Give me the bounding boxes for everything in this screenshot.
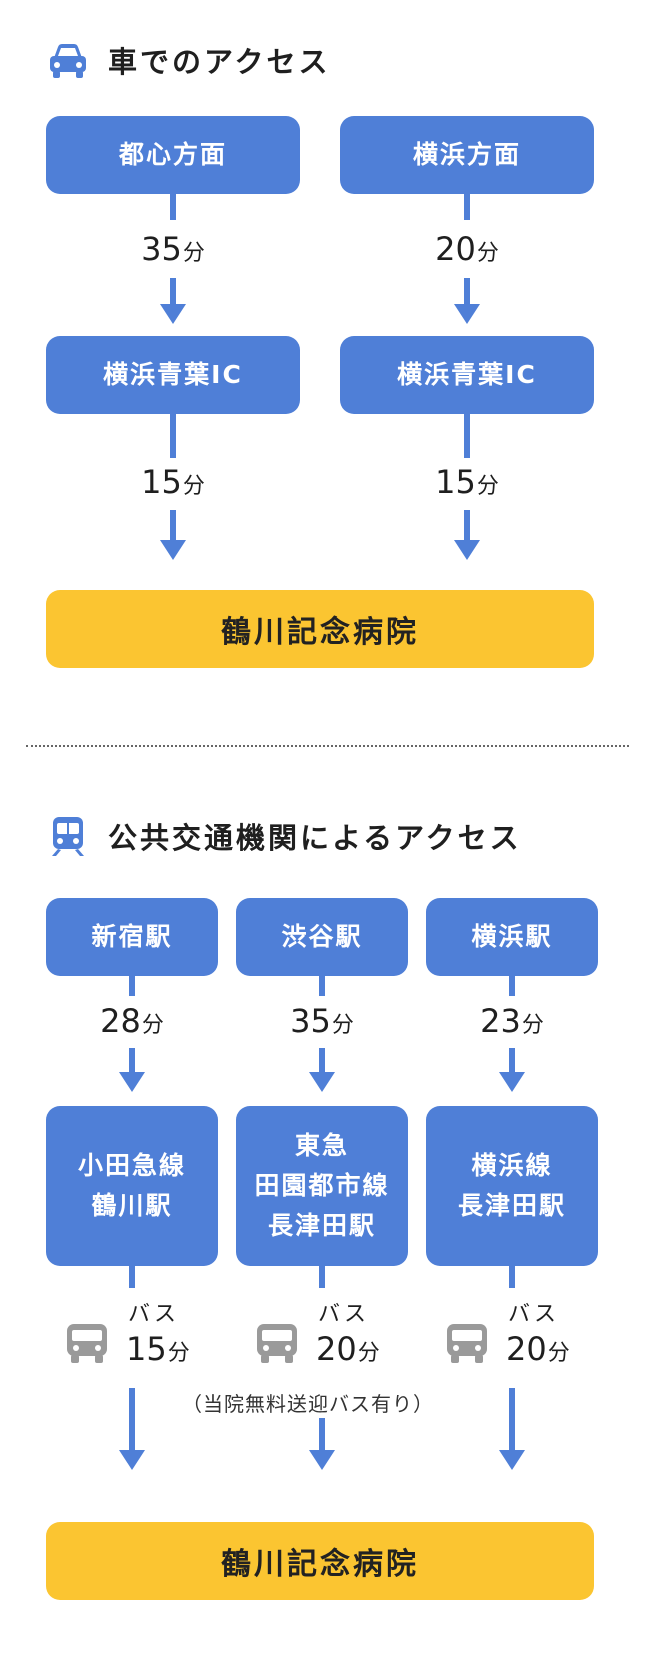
transit-station-box-2: 東急 田園都市線 長津田駅: [236, 1106, 408, 1266]
shuttle-bus-note: （当院無料送迎バス有り）: [182, 1392, 434, 1416]
route-line: [509, 1048, 515, 1074]
station-line-text: 長津田駅: [267, 1211, 376, 1240]
bus-label: バス: [128, 1302, 181, 1327]
down-arrow-icon: [309, 1072, 335, 1092]
station-line-text: 長津田駅: [457, 1191, 566, 1220]
transit-destination-box: 鶴川記念病院: [46, 1522, 594, 1600]
car-time2-2: 15分: [435, 463, 499, 501]
route-line: [464, 194, 470, 220]
route-line: [170, 414, 176, 458]
route-line: [129, 976, 135, 996]
car-ic-box-1: 横浜青葉IC: [46, 336, 300, 414]
route-line: [509, 1388, 515, 1452]
transit-time1-1: 28分: [100, 1002, 164, 1040]
transit-section-title: 公共交通機関によるアクセス: [46, 814, 522, 858]
route-line: [319, 976, 325, 996]
station-line-text: 東急: [294, 1131, 349, 1160]
section-divider: [26, 745, 629, 747]
transit-station-box-1: 小田急線 鶴川駅: [46, 1106, 218, 1266]
route-line: [464, 510, 470, 542]
car-time1-2: 20分: [435, 230, 499, 268]
route-line: [129, 1048, 135, 1074]
car-icon: [50, 44, 86, 78]
car-time1-1: 35分: [141, 230, 205, 268]
bus-label: バス: [318, 1302, 371, 1327]
route-line: [319, 1048, 325, 1074]
bus-time-1: 15分: [126, 1330, 190, 1368]
transit-origin-box-2: 渋谷駅: [236, 898, 408, 976]
down-arrow-icon: [454, 540, 480, 560]
down-arrow-icon: [309, 1450, 335, 1470]
bus-time-2: 20分: [316, 1330, 380, 1368]
car-origin-box-1: 都心方面: [46, 116, 300, 194]
bus-icon: [67, 1324, 107, 1363]
down-arrow-icon: [160, 304, 186, 324]
transit-section-title-text: 公共交通機関によるアクセス: [108, 821, 522, 855]
bus-icon: [447, 1324, 487, 1363]
transit-time1-3: 23分: [480, 1002, 544, 1040]
route-line: [170, 194, 176, 220]
down-arrow-icon: [119, 1072, 145, 1092]
bus-time-3: 20分: [506, 1330, 570, 1368]
transit-origin-box-3: 横浜駅: [426, 898, 598, 976]
down-arrow-icon: [499, 1072, 525, 1092]
station-line-text: 小田急線: [77, 1151, 186, 1180]
station-line-text: 田園都市線: [254, 1171, 390, 1200]
route-line: [129, 1266, 135, 1288]
bus-label: バス: [508, 1302, 561, 1327]
transit-station-box-3: 横浜線 長津田駅: [426, 1106, 598, 1266]
transit-time1-2: 35分: [290, 1002, 354, 1040]
car-section-title: 車でのアクセス: [46, 38, 331, 82]
route-line: [170, 510, 176, 542]
transit-origin-box-1: 新宿駅: [46, 898, 218, 976]
route-line: [509, 976, 515, 996]
route-line: [464, 414, 470, 458]
car-destination-box: 鶴川記念病院: [46, 590, 594, 668]
down-arrow-icon: [160, 540, 186, 560]
station-line-text: 鶴川駅: [91, 1191, 173, 1220]
route-line: [170, 278, 176, 306]
route-line: [464, 278, 470, 306]
route-line: [509, 1266, 515, 1288]
down-arrow-icon: [454, 304, 480, 324]
car-section-title-text: 車でのアクセス: [108, 45, 331, 79]
station-line-text: 横浜線: [471, 1151, 553, 1180]
route-line: [319, 1266, 325, 1288]
down-arrow-icon: [119, 1450, 145, 1470]
train-icon: [52, 817, 84, 856]
route-line: [129, 1388, 135, 1452]
bus-icon: [257, 1324, 297, 1363]
car-origin-box-2: 横浜方面: [340, 116, 594, 194]
route-line: [319, 1418, 325, 1452]
down-arrow-icon: [499, 1450, 525, 1470]
car-time2-1: 15分: [141, 463, 205, 501]
car-ic-box-2: 横浜青葉IC: [340, 336, 594, 414]
